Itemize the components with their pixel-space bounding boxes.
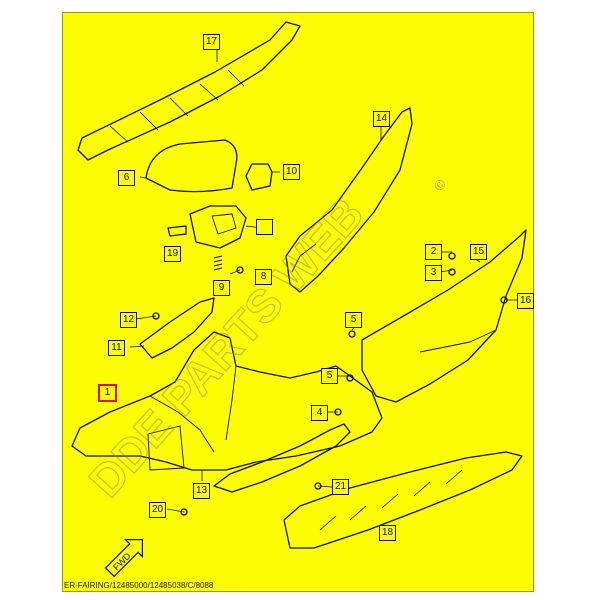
- label-10: 10: [283, 164, 300, 180]
- label-14: 14: [373, 111, 390, 127]
- label-18: 18: [379, 525, 396, 541]
- label-8: 8: [255, 269, 272, 285]
- part-box-assembly: [189, 205, 247, 249]
- label-20: 20: [149, 502, 166, 518]
- part-6-pad: [145, 139, 238, 193]
- label-5-upper: 5: [345, 312, 362, 328]
- label-13: 13: [193, 483, 210, 499]
- part-floor-rail: [213, 423, 351, 493]
- label-21: 21: [332, 479, 349, 495]
- label-12: 12: [120, 312, 137, 328]
- label-2: 2: [425, 244, 442, 260]
- label-6: 6: [118, 170, 135, 186]
- label-17: 17: [203, 34, 220, 50]
- label-16: 16: [517, 293, 534, 309]
- part-19-clip: [167, 225, 187, 237]
- part-14-side-cover: [285, 107, 413, 293]
- part-15-side-cover: [361, 229, 527, 403]
- label-1-highlighted: 1: [98, 384, 117, 402]
- label-11: 11: [108, 340, 125, 356]
- part-10-box: [245, 163, 273, 191]
- part-11-inner-cover: [139, 297, 215, 359]
- label-15: 15: [470, 244, 487, 260]
- label-7: [256, 219, 273, 235]
- part-8-screw: [236, 266, 244, 274]
- diagram-reference-code: ER-FAIRING/12485000/12485038/C/8088: [64, 581, 214, 590]
- label-4: 4: [311, 405, 328, 421]
- part-9-spring: [213, 255, 223, 271]
- label-3: 3: [425, 265, 442, 281]
- fwd-arrow-icon: FWD: [104, 539, 143, 578]
- part-17-floor-mat: [77, 21, 301, 161]
- label-19: 19: [164, 246, 181, 262]
- label-5-lower: 5: [321, 368, 338, 384]
- label-9: 9: [213, 280, 230, 296]
- part-18-floor-mat: [283, 451, 523, 549]
